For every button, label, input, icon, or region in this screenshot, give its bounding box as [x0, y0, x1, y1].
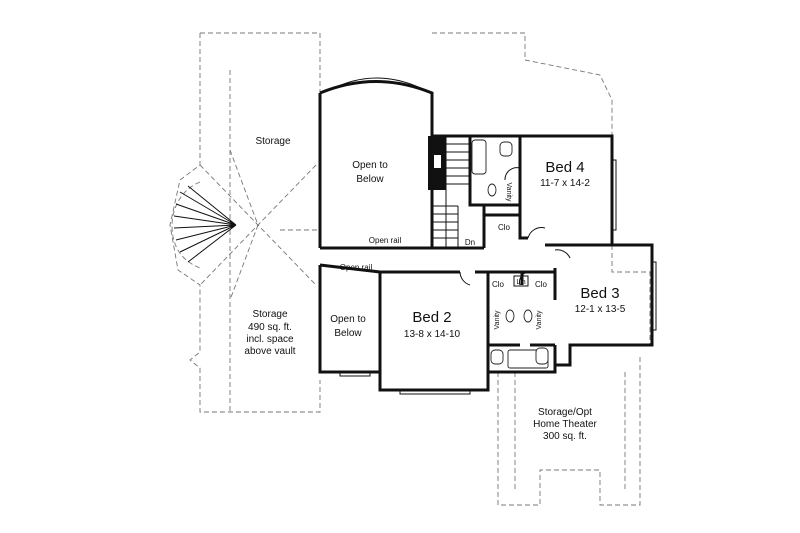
storage-left-line1: Storage [252, 309, 287, 320]
dashed-outlines [169, 32, 651, 506]
bed3-dims: 12-1 x 13-5 [575, 304, 626, 315]
open-to-below-lower-walls [318, 263, 381, 374]
open-lower-line2: Below [334, 328, 362, 339]
vanity-left: Vanity [494, 310, 501, 329]
bath-middle-walls [488, 270, 557, 374]
sink-middle-left [505, 309, 515, 323]
toilet-upper [499, 141, 513, 157]
stair-dn-label: Dn [465, 238, 475, 247]
storage-bottom-line1: Storage/Opt [538, 407, 592, 418]
stair-arc-outline [171, 181, 201, 269]
storage-bottom-line3: 300 sq. ft. [543, 431, 587, 442]
linen-label: Lin [516, 279, 525, 286]
storage-top-outline [432, 32, 613, 136]
bath-fixtures [471, 139, 549, 369]
room-labels: Bed 4 11-7 x 14-2 Bed 3 12-1 x 13-5 Bed … [244, 136, 625, 442]
bed2-walls [378, 270, 490, 392]
open-rail-lower: Open rail [340, 263, 373, 272]
open-upper-line1: Open to [352, 160, 388, 171]
open-upper-line2: Below [356, 174, 384, 185]
sink-upper [487, 183, 497, 197]
bed3-name: Bed 3 [580, 285, 619, 302]
small-labels: Open rail Open rail Dn Lin Clo Clo Clo V… [340, 183, 548, 330]
clo-bed4: Clo [498, 223, 511, 232]
storage-bottom-outline [497, 355, 641, 506]
bed4-dims: 11-7 x 14-2 [540, 178, 590, 189]
door-swings [459, 167, 571, 286]
vanity-bed4: Vanity [505, 183, 512, 202]
open-lower-line1: Open to [330, 314, 366, 325]
storage-left-line2: 490 sq. ft. [248, 322, 292, 333]
bed2-name: Bed 2 [412, 309, 451, 326]
bathtub-upper [471, 139, 487, 175]
toilet-middle-right [535, 347, 549, 365]
bath-upper-walls [468, 136, 520, 248]
storage-left-roof-lines [199, 149, 320, 301]
storage-bottom-line2: Home Theater [533, 419, 597, 430]
windows [329, 77, 657, 395]
clo-bath-left: Clo [492, 280, 505, 289]
sink-middle-right [523, 309, 533, 323]
storage-left-line4: above vault [244, 346, 295, 357]
spiral-stair [173, 185, 237, 263]
vanity-right: Vanity [536, 310, 543, 329]
linen-box [513, 275, 529, 287]
open-rail-upper: Open rail [369, 236, 402, 245]
fireplace-opening [434, 155, 441, 168]
bed4-name: Bed 4 [545, 159, 584, 176]
toilet-middle [490, 349, 504, 365]
storage-left-outline [169, 32, 321, 413]
bed2-dims: 13-8 x 14-10 [404, 329, 461, 340]
clo-bath-right: Clo [535, 280, 548, 289]
storage-top-label: Storage [255, 136, 290, 147]
stair-treads [433, 136, 470, 248]
storage-left-line3: incl. space [246, 334, 294, 345]
